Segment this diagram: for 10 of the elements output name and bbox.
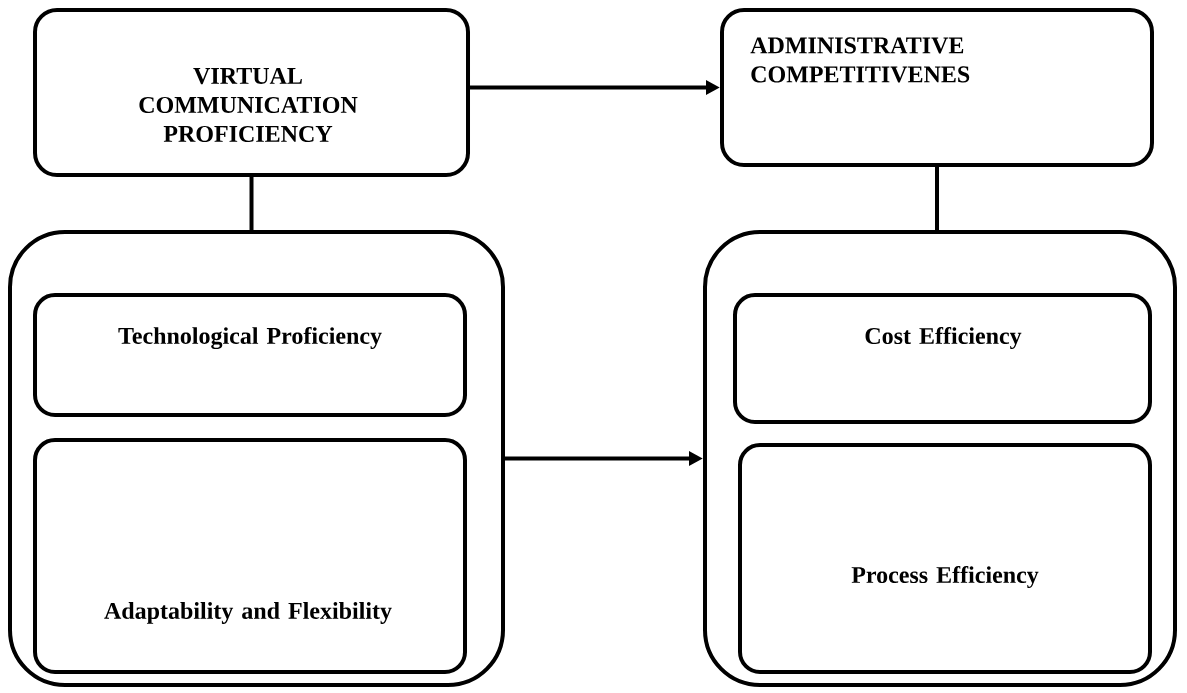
dimension-box: Cost Efficiency bbox=[733, 293, 1152, 424]
group-box bbox=[8, 230, 505, 687]
group-box bbox=[703, 230, 1177, 687]
connector-line bbox=[249, 177, 254, 230]
connector-line bbox=[935, 167, 939, 230]
dimension-box: Process Efficiency bbox=[738, 443, 1152, 674]
dimension-box: Adaptability and Flexibility bbox=[33, 438, 467, 674]
concept-box: VIRTUAL COMMUNICATION PROFICIENCY bbox=[33, 8, 470, 177]
concept-box: ADMINISTRATIVE COMPETITIVENES bbox=[720, 8, 1154, 167]
dimension-box: Technological Proficiency bbox=[33, 293, 467, 417]
